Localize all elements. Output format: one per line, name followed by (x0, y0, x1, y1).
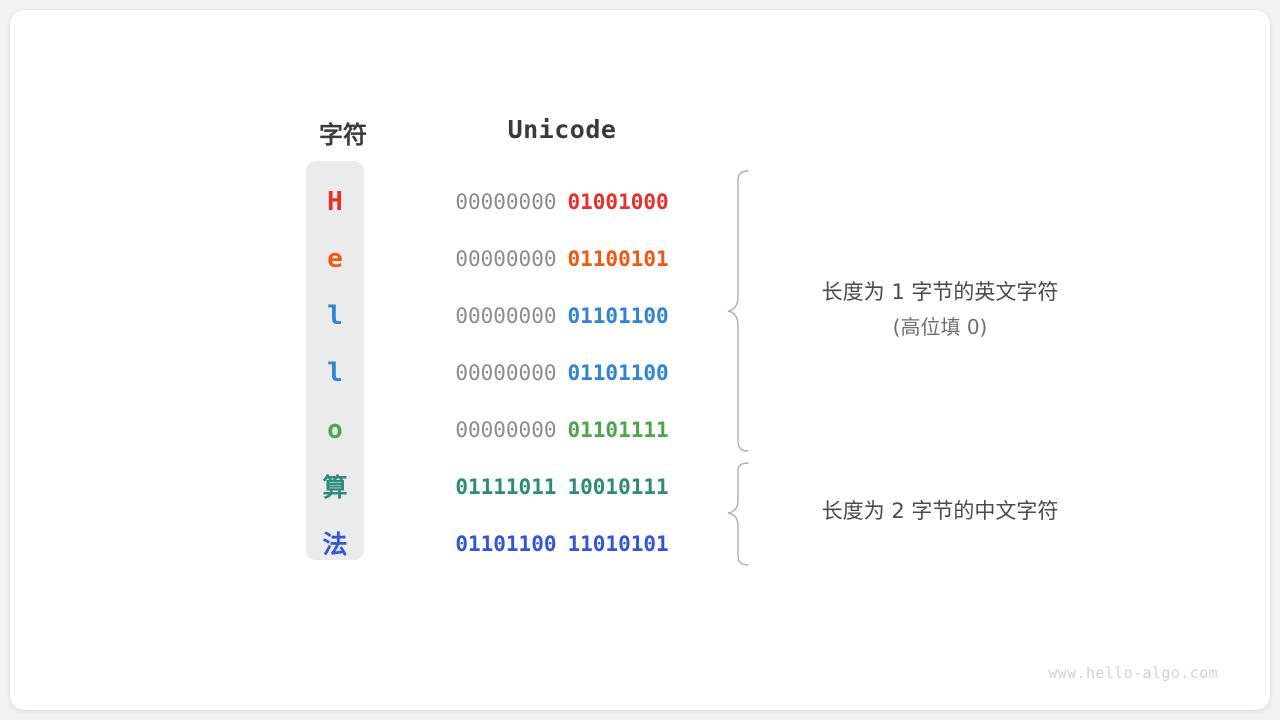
row-unicode-bits: 00000000 01101111 (422, 402, 702, 459)
row-unicode-bits: 01101100 11010101 (422, 516, 702, 573)
byte-separator (557, 402, 568, 459)
row-character: H (327, 187, 343, 217)
row-unicode-bits: 00000000 01101100 (422, 288, 702, 345)
unicode-low-byte: 01101111 (567, 418, 669, 442)
row-character: e (327, 244, 343, 274)
unicode-high-byte: 00000000 (455, 247, 557, 271)
row-character: l (327, 358, 343, 388)
table-row: l 00000000 01101100 (10, 288, 1270, 345)
diagram-stage: 字符 Unicode H 00000000 01001000 e 00000000 0… (10, 10, 1270, 710)
byte-separator (557, 345, 568, 402)
watermark: www.hello-algo.com (1048, 664, 1218, 682)
unicode-low-byte: 11010101 (567, 532, 669, 556)
table-row: 法 01101100 11010101 (10, 516, 1270, 573)
row-unicode-bits: 01111011 10010111 (422, 459, 702, 516)
table-row: l 00000000 01101100 (10, 345, 1270, 402)
brace-one-byte (726, 170, 752, 452)
brace-two-byte (726, 462, 752, 566)
annotation-two-byte-line1: 长度为 2 字节的中文字符 (821, 499, 1059, 523)
unicode-low-byte: 01101100 (567, 304, 669, 328)
row-character: 法 (322, 530, 348, 559)
byte-separator (557, 516, 568, 573)
unicode-high-byte: 00000000 (455, 361, 557, 385)
unicode-high-byte: 01111011 (455, 475, 557, 499)
byte-separator (557, 288, 568, 345)
table-row: o 00000000 01101111 (10, 402, 1270, 459)
annotation-one-byte: 长度为 1 字节的英文字符 (高位填 0) (780, 274, 1100, 344)
unicode-low-byte: 01100101 (567, 247, 669, 271)
column-header-unicode: Unicode (507, 115, 617, 144)
byte-separator (557, 231, 568, 288)
table-row: e 00000000 01100101 (10, 231, 1270, 288)
row-character: 算 (322, 473, 348, 502)
unicode-high-byte: 00000000 (455, 304, 557, 328)
table-row: H 00000000 01001000 (10, 174, 1270, 231)
unicode-high-byte: 00000000 (455, 418, 557, 442)
row-character: l (327, 301, 343, 331)
table-row: 算 01111011 10010111 (10, 459, 1270, 516)
annotation-two-byte: 长度为 2 字节的中文字符 (780, 493, 1100, 529)
row-character: o (327, 415, 343, 445)
byte-separator (557, 174, 568, 231)
byte-separator (557, 459, 568, 516)
row-unicode-bits: 00000000 01100101 (422, 231, 702, 288)
unicode-high-byte: 01101100 (455, 532, 557, 556)
figure-card: 字符 Unicode H 00000000 01001000 e 00000000 0… (10, 10, 1270, 710)
unicode-low-byte: 10010111 (567, 475, 669, 499)
annotation-one-byte-line1: 长度为 1 字节的英文字符 (821, 280, 1059, 304)
unicode-low-byte: 01001000 (567, 190, 669, 214)
unicode-low-byte: 01101100 (567, 361, 669, 385)
column-header-character: 字符 (319, 122, 367, 149)
row-unicode-bits: 00000000 01101100 (422, 345, 702, 402)
annotation-one-byte-line2: (高位填 0) (892, 315, 988, 339)
character-column-background (306, 161, 364, 560)
row-unicode-bits: 00000000 01001000 (422, 174, 702, 231)
unicode-high-byte: 00000000 (455, 190, 557, 214)
